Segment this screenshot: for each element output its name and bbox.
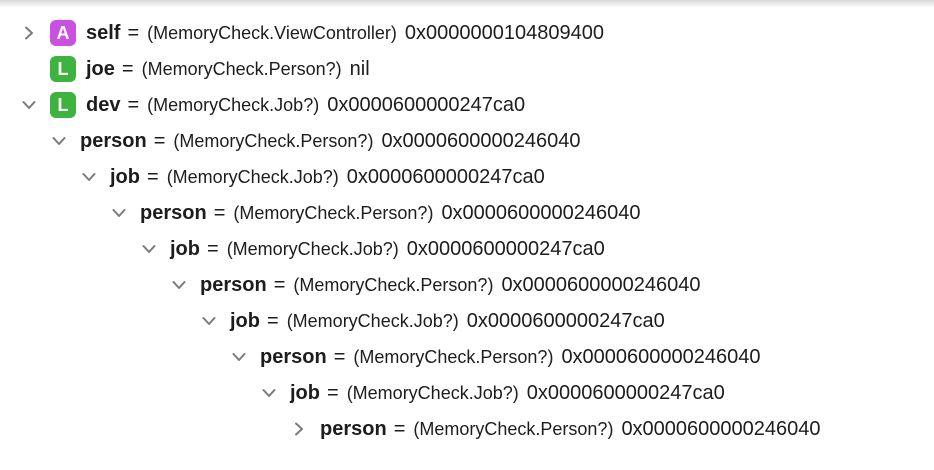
variable-type: (MemoryCheck.Person?) bbox=[233, 202, 434, 223]
variable-value: nil bbox=[349, 57, 370, 80]
local-badge-icon: L bbox=[50, 56, 76, 82]
variable-type: (MemoryCheck.Person?) bbox=[293, 274, 494, 295]
scrolled-content-edge bbox=[0, 0, 934, 8]
variable-type: (MemoryCheck.Job?) bbox=[286, 310, 459, 331]
equals-sign: = bbox=[273, 273, 286, 296]
variable-type: (MemoryCheck.Job?) bbox=[346, 382, 519, 403]
variable-row-job[interactable]: job = (MemoryCheck.Job?) 0x0000600000247ca0 bbox=[0, 303, 934, 339]
variable-row-person[interactable]: person = (MemoryCheck.Person?) 0x0000600000… bbox=[0, 195, 934, 231]
equals-sign: = bbox=[267, 309, 279, 332]
variable-row-job[interactable]: job = (MemoryCheck.Job?) 0x0000600000247ca0 bbox=[0, 231, 934, 267]
variable-name: dev bbox=[86, 93, 121, 116]
equals-sign: = bbox=[121, 57, 134, 80]
variable-type: (MemoryCheck.Person?) bbox=[353, 346, 554, 367]
chevron-down-icon[interactable] bbox=[262, 386, 276, 400]
variable-name: job bbox=[230, 309, 260, 332]
chevron-down-icon[interactable] bbox=[22, 98, 36, 112]
equals-sign: = bbox=[213, 201, 226, 224]
equals-sign: = bbox=[153, 129, 166, 152]
variable-row-person[interactable]: person = (MemoryCheck.Person?) 0x0000600000… bbox=[0, 123, 934, 159]
variable-name: person bbox=[80, 129, 147, 152]
variable-name: person bbox=[260, 345, 327, 368]
variable-row-person[interactable]: person = (MemoryCheck.Person?) 0x0000600000… bbox=[0, 411, 934, 447]
variable-row-job[interactable]: job = (MemoryCheck.Job?) 0x0000600000247ca0 bbox=[0, 159, 934, 195]
variable-name: person bbox=[320, 417, 387, 440]
variable-value: 0x0000600000246040 bbox=[501, 273, 701, 296]
chevron-down-icon[interactable] bbox=[112, 206, 126, 220]
variable-value: 0x0000600000246040 bbox=[621, 417, 821, 440]
variable-type: (MemoryCheck.Person?) bbox=[173, 130, 374, 151]
equals-sign: = bbox=[127, 21, 140, 44]
local-badge-icon: L bbox=[50, 92, 76, 118]
chevron-down-icon[interactable] bbox=[142, 242, 156, 256]
variable-value: 0x0000600000246040 bbox=[381, 129, 581, 152]
chevron-down-icon[interactable] bbox=[82, 170, 96, 184]
chevron-down-icon[interactable] bbox=[202, 314, 216, 328]
variable-type: (MemoryCheck.Job?) bbox=[166, 166, 339, 187]
variable-value: 0x0000000104809400 bbox=[404, 21, 604, 44]
variable-type: (MemoryCheck.ViewController) bbox=[147, 22, 397, 43]
variable-name: self bbox=[86, 21, 121, 44]
chevron-down-icon[interactable] bbox=[232, 350, 246, 364]
variable-row-job[interactable]: job = (MemoryCheck.Job?) 0x0000600000247ca0 bbox=[0, 375, 934, 411]
variable-value: 0x0000600000247ca0 bbox=[466, 309, 665, 332]
variable-value: 0x0000600000246040 bbox=[441, 201, 641, 224]
variable-name: job bbox=[290, 381, 320, 404]
variable-value: 0x0000600000247ca0 bbox=[327, 93, 526, 116]
variable-row-person[interactable]: person = (MemoryCheck.Person?) 0x0000600000… bbox=[0, 267, 934, 303]
variable-type: (MemoryCheck.Job?) bbox=[147, 94, 320, 115]
chevron-down-icon[interactable] bbox=[172, 278, 186, 292]
chevron-right-icon[interactable] bbox=[22, 26, 36, 40]
variable-value: 0x0000600000247ca0 bbox=[526, 381, 725, 404]
variable-row-person[interactable]: person = (MemoryCheck.Person?) 0x0000600000… bbox=[0, 339, 934, 375]
argument-badge-icon: A bbox=[50, 20, 76, 46]
variable-type: (MemoryCheck.Job?) bbox=[226, 238, 399, 259]
variable-name: joe bbox=[86, 57, 115, 80]
equals-sign: = bbox=[333, 345, 346, 368]
variable-name: person bbox=[140, 201, 207, 224]
variable-type: (MemoryCheck.Person?) bbox=[141, 58, 342, 79]
chevron-down-icon[interactable] bbox=[52, 134, 66, 148]
chevron-right-icon[interactable] bbox=[292, 422, 306, 436]
equals-sign: = bbox=[393, 417, 406, 440]
variable-type: (MemoryCheck.Person?) bbox=[413, 418, 614, 439]
variable-name: job bbox=[110, 165, 140, 188]
equals-sign: = bbox=[127, 93, 140, 116]
variable-value: 0x0000600000247ca0 bbox=[346, 165, 545, 188]
equals-sign: = bbox=[327, 381, 339, 404]
variable-value: 0x0000600000247ca0 bbox=[406, 237, 605, 260]
equals-sign: = bbox=[147, 165, 159, 188]
variable-value: 0x0000600000246040 bbox=[561, 345, 761, 368]
variable-name: job bbox=[170, 237, 200, 260]
equals-sign: = bbox=[207, 237, 219, 260]
variable-name: person bbox=[200, 273, 267, 296]
disclosure-spacer bbox=[22, 62, 36, 76]
